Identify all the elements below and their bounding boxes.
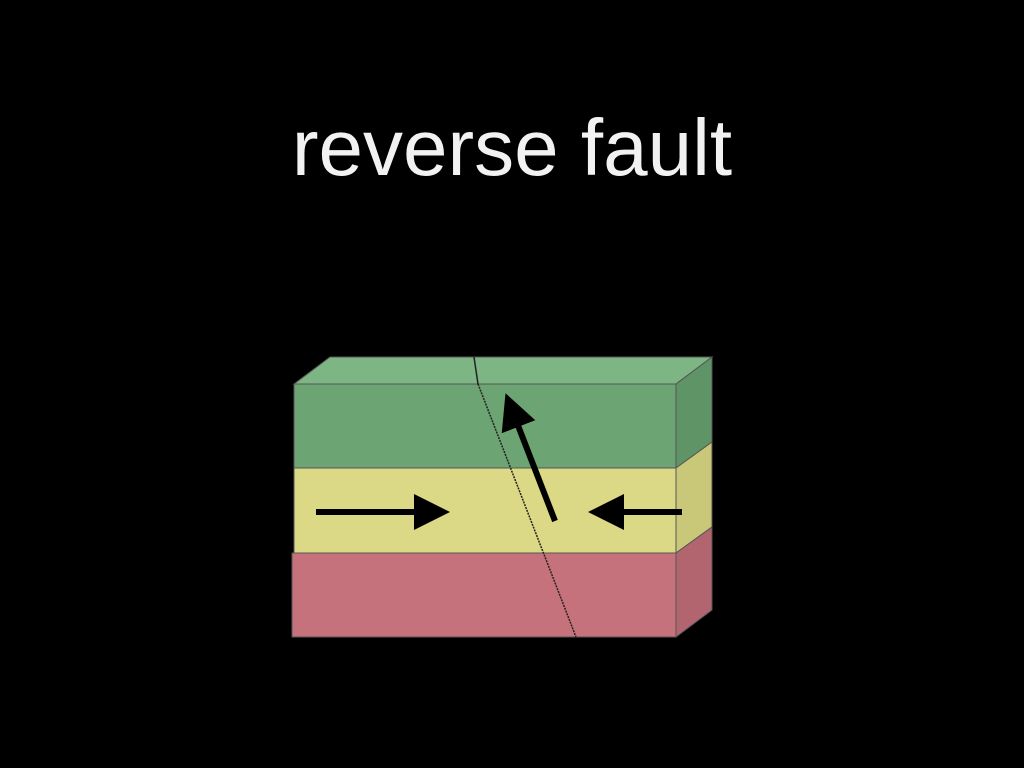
fault-line-front (477, 383, 577, 638)
block-top-face (292, 356, 714, 385)
slide-title: reverse fault (291, 103, 733, 192)
hanging-wall-up-arrow (501, 393, 558, 523)
front-face-top-layer (293, 383, 677, 469)
fault-line-top (473, 356, 479, 385)
front-face-bottom-layer (291, 552, 677, 638)
